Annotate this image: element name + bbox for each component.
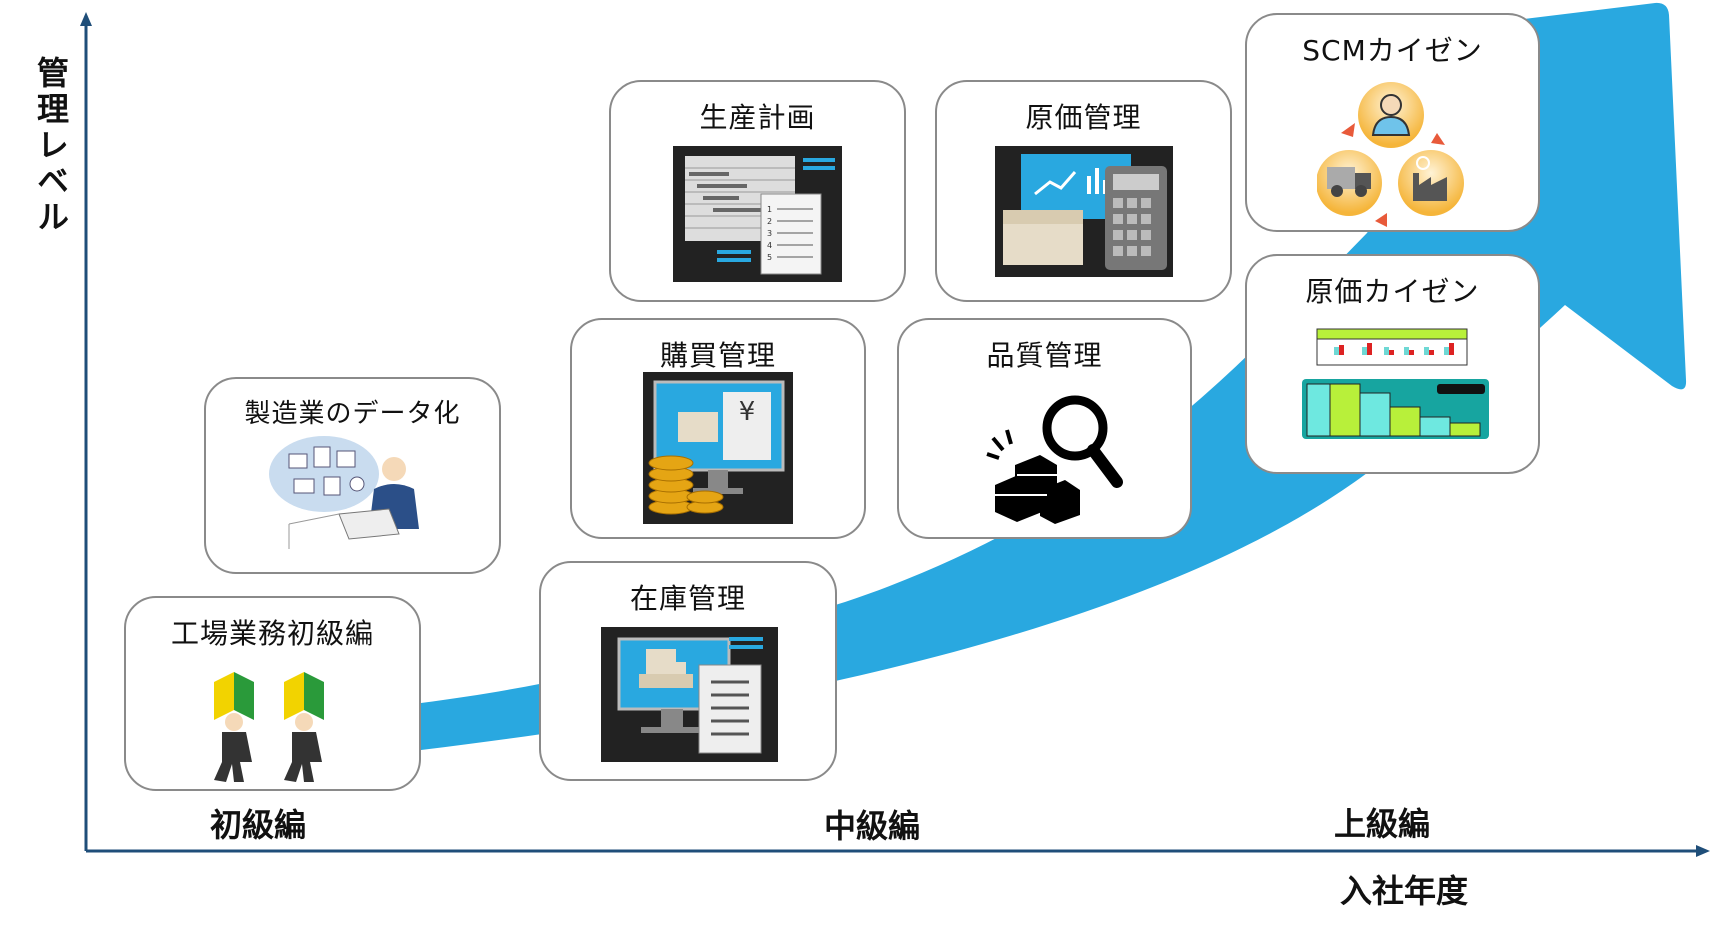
svg-text:1: 1 [767, 205, 772, 214]
topic-title: 在庫管理 [629, 582, 746, 615]
level-label-intermediate: 中級編 [824, 807, 921, 845]
x-axis-arrowhead [1696, 845, 1710, 857]
level-label-advanced: 上級編 [1334, 805, 1431, 843]
topic-card-quality[interactable]: 品質管理 [897, 318, 1192, 539]
level-label-beginner: 初級編 [210, 806, 307, 844]
svg-text:2: 2 [767, 217, 772, 226]
topic-title: 原価カイゼン [1305, 275, 1480, 308]
topic-card-inventory[interactable]: 在庫管理 [539, 561, 837, 781]
topic-title: 購買管理 [659, 339, 776, 372]
supply-chain-cycle-icon [1317, 82, 1464, 227]
topic-title: 製造業のデータ化 [244, 399, 461, 429]
purchase-monitor-icon: ¥ [643, 372, 793, 524]
beginner-workers-icon [214, 672, 324, 782]
svg-text:3: 3 [767, 229, 772, 238]
x-axis-label: 入社年度 [1340, 872, 1469, 910]
svg-text:5: 5 [767, 253, 772, 262]
production-plan-icon: 1 2 3 4 5 [673, 146, 842, 282]
svg-text:¥: ¥ [739, 397, 756, 427]
magnifier-boxes-icon [986, 395, 1123, 524]
topic-title: SCMカイゼン [1302, 34, 1483, 67]
topic-title: 工場業務初級編 [170, 617, 374, 650]
topic-card-production[interactable]: 生産計画 1 2 3 4 5 [609, 80, 906, 302]
cost-calculator-icon [995, 146, 1173, 277]
cost-breakdown-chart-icon [1302, 328, 1489, 439]
topic-title: 生産計画 [699, 101, 816, 134]
topic-card-data[interactable]: 製造業のデータ化 [204, 377, 501, 574]
topic-card-purchasing[interactable]: 購買管理 ¥ [570, 318, 866, 539]
topic-card-scm[interactable]: SCMカイゼン [1245, 13, 1540, 232]
topic-title: 品質管理 [986, 339, 1103, 372]
topic-card-factory-basics[interactable]: 工場業務初級編 [124, 596, 421, 791]
topic-card-cost-kaizen[interactable]: 原価カイゼン [1245, 254, 1540, 474]
y-axis-label: 管理レベル [32, 56, 70, 236]
topic-card-cost[interactable]: 原価管理 [935, 80, 1232, 302]
svg-text:4: 4 [767, 241, 772, 250]
y-axis-arrowhead [80, 12, 92, 26]
inventory-monitor-icon [601, 627, 778, 762]
topic-title: 原価管理 [1025, 101, 1142, 134]
data-business-icon [269, 436, 419, 549]
